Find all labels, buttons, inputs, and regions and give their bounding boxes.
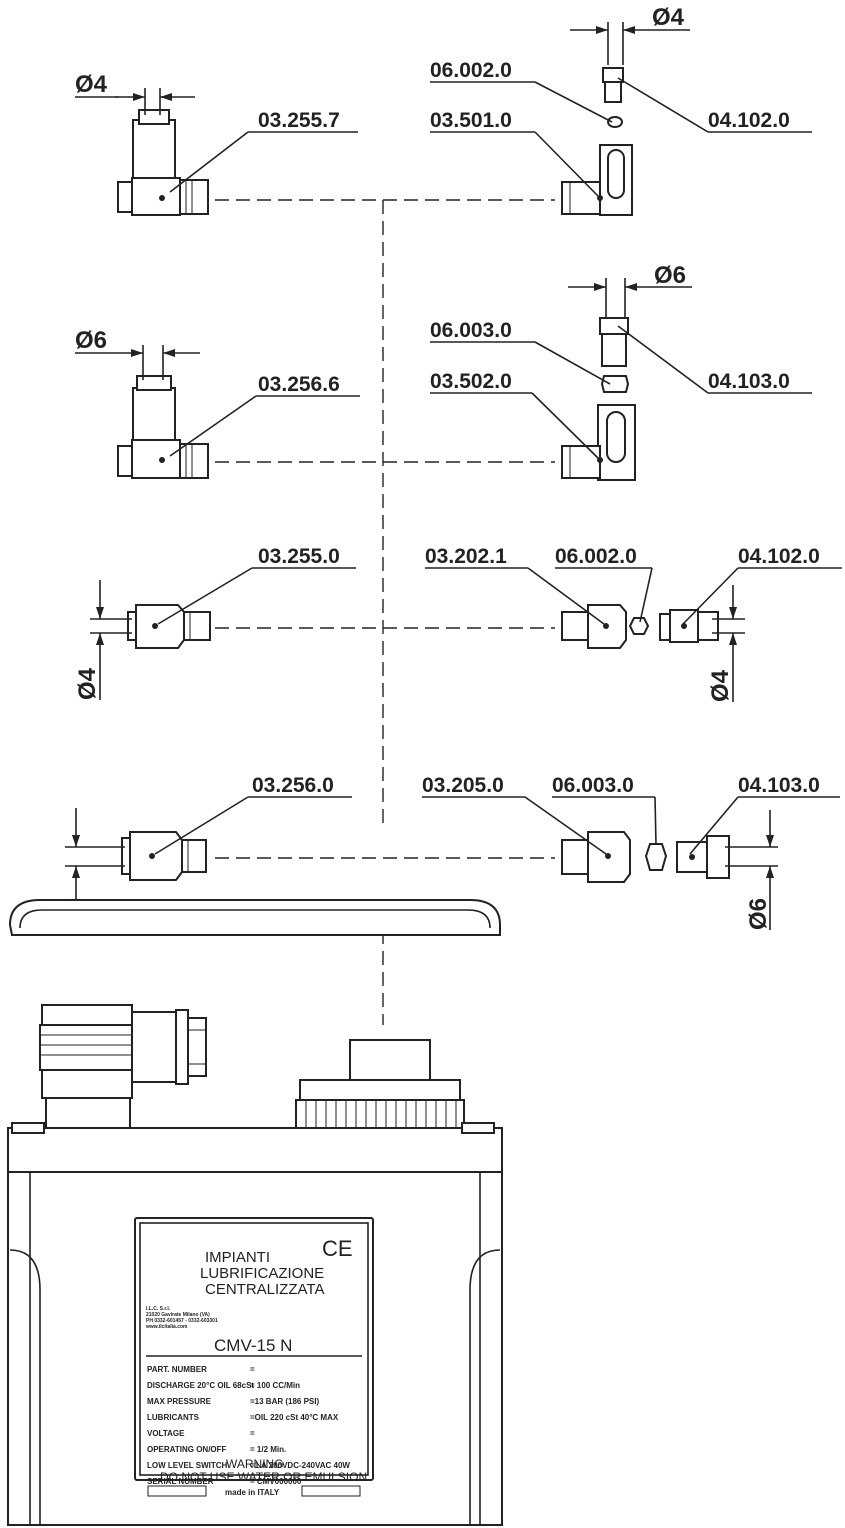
row3-right-code-1: 03.202.1: [425, 545, 507, 568]
row3-right-code-3: 04.102.0: [738, 545, 820, 568]
row3-right-fittings: [561, 604, 719, 649]
plate-model: CMV-15 N: [214, 1336, 292, 1355]
plate-spec-value: = 1/2 Min.: [250, 1445, 286, 1454]
plate-spec-label: VOLTAGE: [147, 1429, 185, 1438]
row4-right-code-1: 03.205.0: [422, 774, 504, 797]
row2-right-code-3: 04.103.0: [708, 370, 790, 393]
plate-spec-value: =: [250, 1429, 255, 1438]
plate-ce-mark: CE: [322, 1236, 353, 1261]
plate-spec-label: LOW LEVEL SWITCH: [147, 1461, 228, 1470]
plate-spec-label: PART. NUMBER: [147, 1365, 207, 1374]
plate-company-1: I.L.C. S.r.l.: [146, 1306, 171, 1312]
row3-left-leader: [157, 567, 356, 625]
row2-left-leader: [169, 395, 360, 457]
row3-left-straight-fitting: [127, 604, 211, 649]
row4-right-diameter: Ø6: [745, 898, 772, 930]
plate-title-3: CENTRALIZZATA: [205, 1281, 324, 1298]
row2-left-dimension: [75, 345, 200, 380]
row4-right-leaders: [422, 796, 840, 855]
row4-right-code-3: 04.103.0: [738, 774, 820, 797]
plate-warning-1: WARNING: [226, 1457, 284, 1471]
row3-right-leaders: [425, 567, 842, 625]
plate-spec-label: MAX PRESSURE: [147, 1397, 212, 1406]
plate-made-in: made in ITALY: [225, 1488, 280, 1497]
row4-right-fittings: [561, 831, 730, 883]
row2-right-leaders: [430, 325, 812, 459]
row1-left-leader: [169, 131, 358, 193]
plate-spec-value: = 100 CC/Min: [250, 1381, 300, 1390]
row1-left-elbow-fitting: [117, 109, 209, 216]
row4-left-leader: [154, 796, 352, 855]
plate-spec-value: =: [250, 1365, 255, 1374]
row1-right-code-2: 03.501.0: [430, 109, 512, 132]
row4-right-code-2: 06.003.0: [552, 774, 634, 797]
plate-footer-box-right: [301, 1485, 361, 1497]
plate-company-3: PH 0332-601457 - 0332-603301: [146, 1318, 218, 1324]
plate-spec-rows: PART. NUMBER=DISCHARGE 20°C OIL 68cSt= 1…: [147, 1365, 350, 1486]
row4-left-straight-fitting: [121, 831, 207, 881]
row2-right-banjo-fitting: [561, 317, 636, 481]
plate-company-2: 21020 Gavirate Milano (VA): [146, 1312, 210, 1318]
row2-right-dimension: [568, 278, 692, 318]
name-plate: [134, 1217, 374, 1481]
row3-left-diameter: Ø4: [74, 667, 101, 700]
plate-title-1: IMPIANTI: [205, 1249, 270, 1266]
row2-left-code: 03.256.6: [258, 373, 340, 396]
row1-left-dimension: [75, 88, 195, 115]
row2-right-code-2: 03.502.0: [430, 370, 512, 393]
row3-right-code-2: 06.002.0: [555, 545, 637, 568]
row2-left-elbow-fitting: [117, 375, 209, 479]
row1-left-diameter: Ø4: [75, 71, 108, 98]
row1-right-banjo-fitting: [561, 67, 633, 216]
plate-warning-2: DO NOT USE WATER OR EMULSION: [160, 1470, 367, 1484]
plate-spec-label: DISCHARGE 20°C OIL 68cSt: [147, 1381, 254, 1390]
plate-spec-label: SERIAL NUMBER: [147, 1477, 214, 1486]
plate-spec-label: LUBRICANTS: [147, 1413, 200, 1422]
row2-left-diameter: Ø6: [75, 327, 107, 354]
row1-right-diameter: Ø4: [652, 4, 685, 31]
row3-left-code: 03.255.0: [258, 545, 340, 568]
row4-left-dimension: [65, 808, 125, 930]
row4-right-dimension: [725, 810, 778, 930]
plate-spec-label: OPERATING ON/OFF: [147, 1445, 227, 1454]
row2-right-diameter: Ø6: [654, 262, 686, 289]
row1-right-dimension: [570, 22, 690, 65]
plate-spec-value: =13 BAR (186 PSI): [250, 1397, 319, 1406]
row4-left-code: 03.256.0: [252, 774, 334, 797]
plate-title-2: LUBRIFICAZIONE: [200, 1265, 324, 1282]
row2-right-code-1: 06.003.0: [430, 319, 512, 342]
row1-left-code: 03.255.7: [258, 109, 340, 132]
plate-spec-value: = CMV000000: [250, 1477, 302, 1486]
plate-company-4: www.ilcitalia.com: [145, 1324, 188, 1330]
plate-spec-value: =OIL 220 cSt 40°C MAX: [250, 1413, 339, 1422]
row3-right-diameter: Ø4: [707, 669, 734, 702]
row1-right-code-1: 06.002.0: [430, 59, 512, 82]
row3-left-dimension: [90, 580, 132, 700]
plate-spec-value: =1 A 200VDC-240VAC 40W: [250, 1461, 350, 1470]
row1-right-code-3: 04.102.0: [708, 109, 790, 132]
row3-right-dimension: [712, 585, 745, 702]
row1-right-leaders: [430, 77, 812, 197]
plate-footer-box-left: [147, 1485, 207, 1497]
